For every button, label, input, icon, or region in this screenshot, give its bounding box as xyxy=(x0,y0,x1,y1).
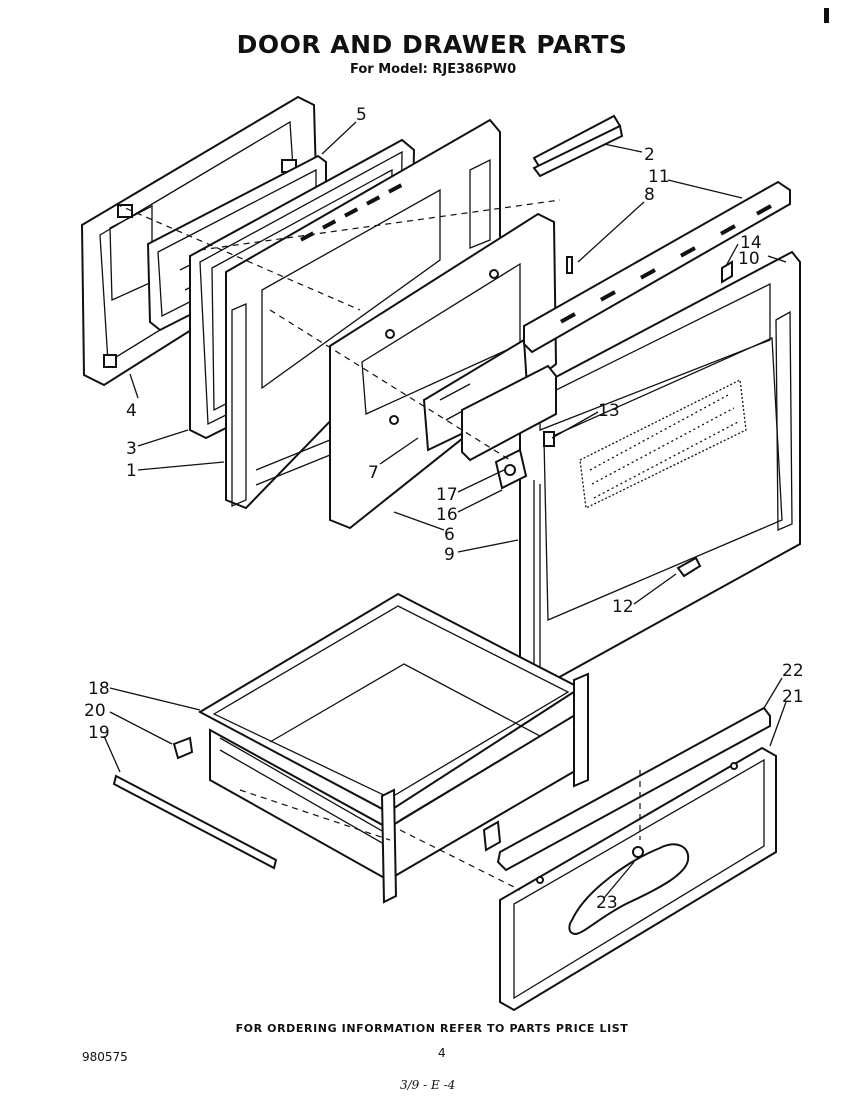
callout-18: 18 xyxy=(88,679,110,699)
part-drawer-rail xyxy=(112,774,278,870)
part-door-inner-panel xyxy=(329,212,558,530)
callout-22: 22 xyxy=(782,661,804,681)
callout-6: 6 xyxy=(444,525,455,545)
callout-11: 11 xyxy=(648,167,670,187)
callout-23: 23 xyxy=(596,893,618,913)
part-vent-trim xyxy=(523,180,791,354)
part-trim-bracket xyxy=(532,114,624,178)
ordering-note: FOR ORDERING INFORMATION REFER TO PARTS … xyxy=(235,1022,629,1035)
document-number: 980575 xyxy=(82,1050,128,1064)
callout-12: 12 xyxy=(612,597,634,617)
callout-7: 7 xyxy=(368,463,379,483)
handwritten-note: 3/9 - E -4 xyxy=(400,1078,456,1092)
callout-1: 1 xyxy=(126,461,137,481)
callout-2: 2 xyxy=(644,145,655,165)
callout-labels: 5 2 11 8 14 10 4 3 1 7 13 17 16 6 9 12 1… xyxy=(84,105,804,913)
corner-mark xyxy=(824,8,829,23)
part-drawer-side-bracket xyxy=(380,672,589,904)
callout-9: 9 xyxy=(444,545,455,565)
callout-8: 8 xyxy=(644,185,655,205)
alignment-lines xyxy=(115,199,641,891)
door-window-pattern xyxy=(579,379,747,509)
callout-21: 21 xyxy=(782,687,804,707)
callout-5: 5 xyxy=(356,105,367,125)
callout-16: 16 xyxy=(436,505,458,525)
callout-3: 3 xyxy=(126,439,137,459)
leader-lines xyxy=(103,121,787,899)
model-subtitle: For Model: RJE386PW0 xyxy=(350,62,517,77)
part-hinge-hardware xyxy=(461,260,733,490)
callout-4: 4 xyxy=(126,401,137,421)
callout-19: 19 xyxy=(88,723,110,743)
callout-20: 20 xyxy=(84,701,106,721)
part-drawer-front xyxy=(499,746,777,1012)
part-stud xyxy=(566,256,573,274)
page-number: 4 xyxy=(438,1046,446,1060)
vent-slots xyxy=(299,183,403,242)
callout-13: 13 xyxy=(598,401,620,421)
page-title: DOOR AND DRAWER PARTS xyxy=(236,30,628,59)
callout-14: 14 xyxy=(740,233,762,253)
callout-17: 17 xyxy=(436,485,458,505)
part-drawer-clip xyxy=(172,736,194,760)
callout-10: 10 xyxy=(738,249,760,269)
part-drawer-body xyxy=(197,592,582,882)
